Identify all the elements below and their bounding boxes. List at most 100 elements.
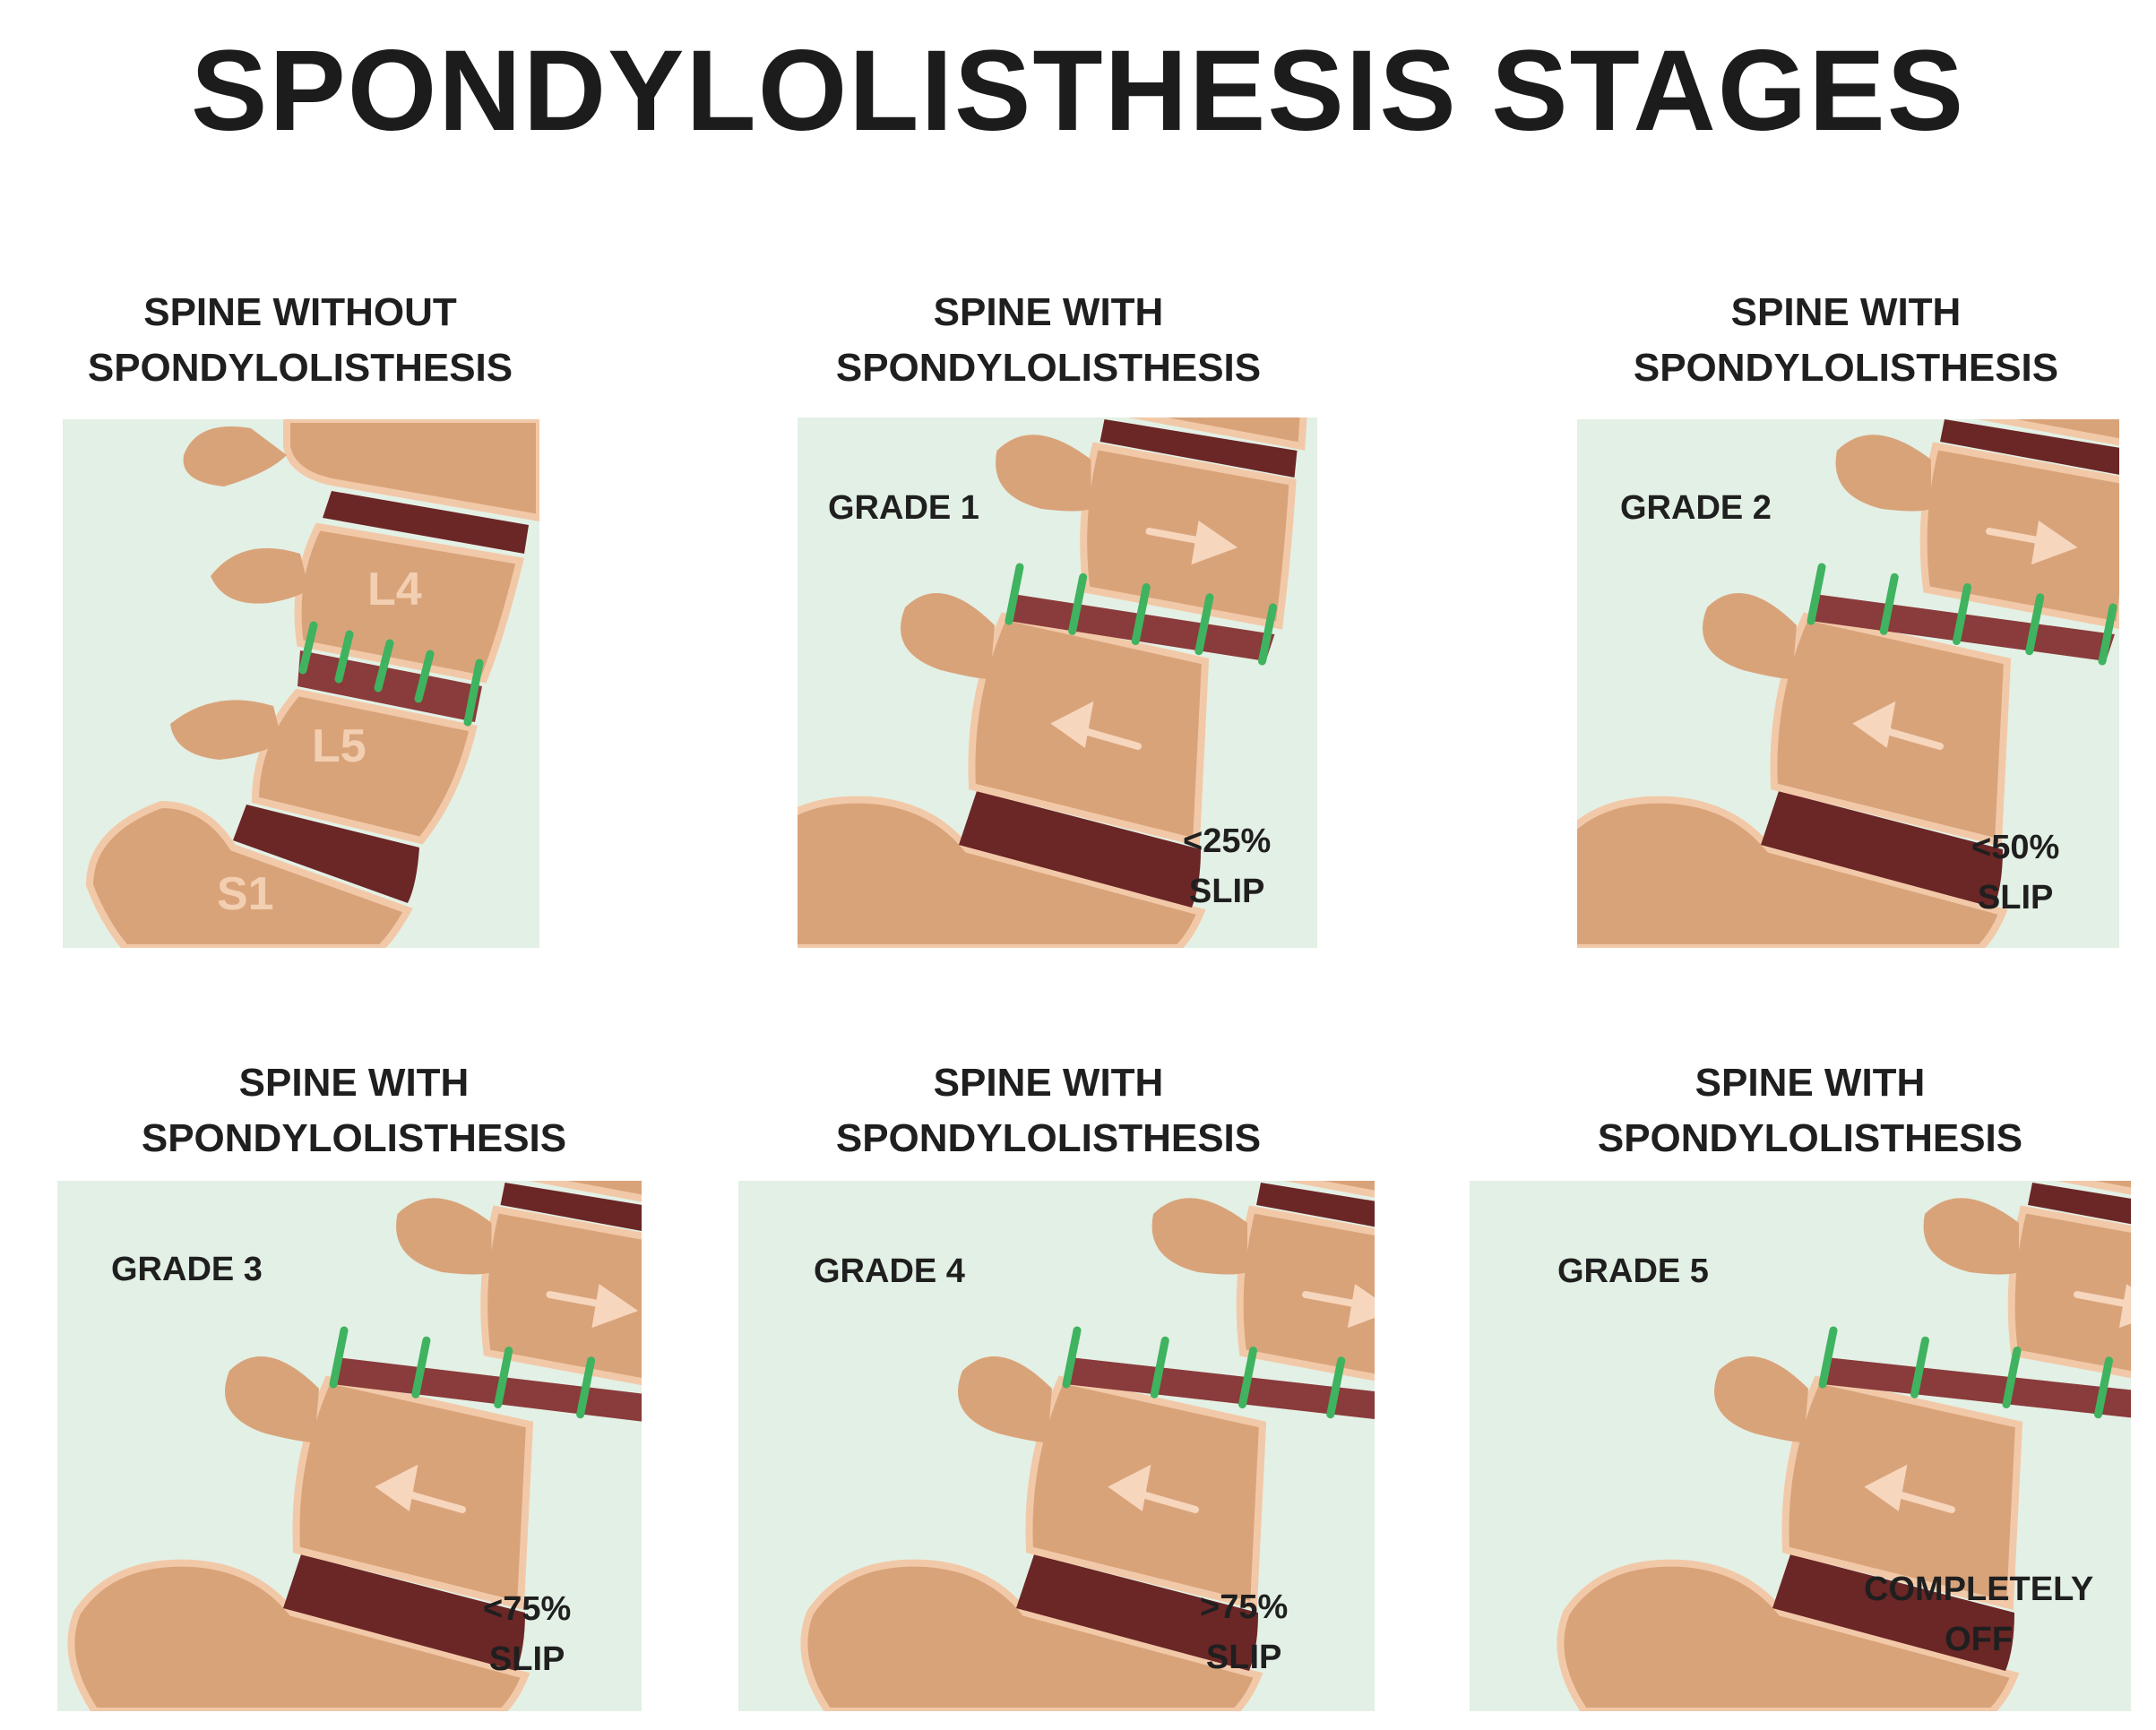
process-upper bbox=[183, 426, 287, 486]
slip-marker bbox=[1068, 572, 1088, 635]
slip-marker bbox=[1194, 593, 1214, 656]
spine-illustration-grade-3 bbox=[67, 1181, 642, 1711]
panel-heading-1-line1: SPINE WITHOUT bbox=[143, 290, 457, 334]
grade-label-1: GRADE 1 bbox=[828, 489, 979, 527]
process-l5 bbox=[1714, 1356, 1808, 1442]
process-l4 bbox=[1923, 1198, 2019, 1275]
disc-upper bbox=[1256, 1183, 1375, 1227]
slip-label-2-line2: SLIP bbox=[1977, 879, 2054, 917]
vertebra-label-s1: S1 bbox=[217, 868, 274, 920]
slip-label-5: COMPLETELY OFF bbox=[1864, 1564, 2093, 1665]
slip-marker bbox=[411, 1336, 431, 1399]
slip-marker bbox=[2094, 1356, 2113, 1419]
vertebra-label-l5: L5 bbox=[312, 720, 367, 772]
panel-heading-5-line1: SPINE WITH bbox=[933, 1061, 1164, 1105]
page-title: SPONDYLOLISTHESIS STAGES bbox=[190, 27, 1966, 155]
vertebra-s1 bbox=[67, 1559, 530, 1711]
slip-label-4: >75% SLIP bbox=[1200, 1582, 1288, 1683]
spine-illustration-grade-5 bbox=[1557, 1181, 2131, 1711]
vertebra-upper bbox=[1284, 1181, 1375, 1198]
slip-marker bbox=[1818, 1326, 1838, 1389]
slip-label-1-line1: <25% bbox=[1183, 822, 1272, 860]
vertebra-upper bbox=[2056, 1181, 2131, 1195]
panel-grade-4: GRADE 4 >75% SLIP bbox=[738, 1181, 1375, 1711]
disc-upper bbox=[2028, 1183, 2131, 1225]
panel-heading-3: SPINE WITH SPONDYLOLISTHESIS bbox=[1604, 285, 2088, 396]
panel-heading-3-line2: SPONDYLOLISTHESIS bbox=[1633, 346, 2059, 390]
arrow-forward-icon bbox=[1145, 521, 1238, 565]
panel-heading-1-line2: SPONDYLOLISTHESIS bbox=[87, 346, 513, 390]
slip-marker bbox=[1807, 563, 1826, 625]
vertebra-upper bbox=[1127, 417, 1307, 451]
slip-label-5-line2: OFF bbox=[1945, 1621, 2014, 1658]
spine-illustration-grade-4 bbox=[800, 1181, 1375, 1711]
panel-heading-2-line2: SPONDYLOLISTHESIS bbox=[835, 346, 1262, 390]
vertebra-upper bbox=[528, 1181, 642, 1202]
disc-upper bbox=[1940, 419, 2119, 475]
arrow-forward-icon bbox=[1986, 521, 2078, 565]
slip-marker bbox=[2098, 603, 2117, 666]
slip-marker bbox=[2025, 593, 2045, 656]
panel-heading-4-line2: SPONDYLOLISTHESIS bbox=[141, 1116, 567, 1160]
panel-grade-1: GRADE 1 <25% SLIP bbox=[798, 417, 1317, 948]
slip-label-3: <75% SLIP bbox=[483, 1584, 571, 1684]
process-l4 bbox=[396, 1198, 492, 1275]
disc-l5-s1 bbox=[959, 791, 1201, 908]
panel-heading-5: SPINE WITH SPONDYLOLISTHESIS bbox=[806, 1055, 1290, 1166]
panel-heading-4-line1: SPINE WITH bbox=[238, 1061, 470, 1105]
slip-markers bbox=[329, 1326, 596, 1419]
disc-l4-l5 bbox=[1065, 1357, 1375, 1420]
slip-label-3-line1: <75% bbox=[483, 1590, 572, 1628]
arrow-backward-icon bbox=[1864, 1464, 1955, 1513]
slip-label-4-line2: SLIP bbox=[1205, 1639, 1282, 1676]
panel-heading-2-line1: SPINE WITH bbox=[933, 290, 1164, 334]
panel-grade-3: GRADE 3 <75% SLIP bbox=[57, 1181, 642, 1711]
grade-label-5: GRADE 5 bbox=[1557, 1252, 1709, 1290]
arrow-forward-icon bbox=[1302, 1284, 1375, 1329]
vertebra-s1 bbox=[1557, 1559, 2020, 1711]
slip-marker bbox=[1258, 603, 1277, 666]
slip-label-3-line2: SLIP bbox=[488, 1640, 565, 1678]
panel-grade-2: GRADE 2 <50% SLIP bbox=[1577, 419, 2119, 948]
slip-label-4-line1: >75% bbox=[1200, 1588, 1289, 1626]
arrow-forward-icon bbox=[2074, 1284, 2131, 1329]
panel-heading-4: SPINE WITH SPONDYLOLISTHESIS bbox=[112, 1055, 596, 1166]
slip-label-2-line1: <50% bbox=[1971, 829, 2060, 866]
panel-heading-1: SPINE WITHOUT SPONDYLOLISTHESIS bbox=[63, 285, 538, 396]
process-l5 bbox=[170, 700, 282, 760]
slip-marker bbox=[2002, 1347, 2022, 1408]
vertebra-s1 bbox=[798, 796, 1206, 948]
grade-label-4: GRADE 4 bbox=[814, 1252, 965, 1290]
vertebra-s1 bbox=[800, 1559, 1263, 1711]
disc-l4-l5 bbox=[1822, 1357, 2131, 1418]
process-l4 bbox=[211, 547, 309, 604]
slip-markers bbox=[1062, 1326, 1346, 1419]
slip-marker bbox=[1062, 1326, 1082, 1389]
panel-heading-5-line2: SPONDYLOLISTHESIS bbox=[835, 1116, 1262, 1160]
arrow-backward-icon bbox=[1050, 701, 1142, 750]
slip-label-1-line2: SLIP bbox=[1188, 873, 1265, 910]
slip-label-2: <50% SLIP bbox=[1971, 822, 2059, 923]
disc-l5-s1 bbox=[1772, 1554, 2014, 1671]
slip-label-1: <25% SLIP bbox=[1183, 816, 1271, 917]
process-l5 bbox=[1703, 593, 1797, 679]
slip-marker bbox=[494, 1347, 513, 1408]
slip-marker bbox=[329, 1326, 349, 1389]
arrow-backward-icon bbox=[1108, 1464, 1199, 1513]
process-l4 bbox=[1835, 435, 1931, 512]
slip-marker bbox=[1953, 583, 1971, 645]
disc-l5-s1 bbox=[1761, 791, 2003, 908]
slip-markers bbox=[1005, 563, 1277, 666]
panel-heading-3-line1: SPINE WITH bbox=[1730, 290, 1962, 334]
vertebra-upper bbox=[283, 419, 539, 522]
slip-markers bbox=[298, 621, 484, 727]
disc-l5-s1 bbox=[283, 1554, 525, 1671]
process-l4 bbox=[1151, 1198, 1247, 1275]
process-l5 bbox=[225, 1356, 319, 1442]
disc-l5-s1 bbox=[1016, 1554, 1258, 1671]
slip-marker bbox=[1131, 583, 1151, 645]
disc-upper bbox=[1100, 419, 1298, 478]
slip-marker bbox=[1326, 1356, 1346, 1419]
process-l4 bbox=[996, 435, 1091, 512]
spine-illustration-grade-1 bbox=[798, 417, 1307, 948]
